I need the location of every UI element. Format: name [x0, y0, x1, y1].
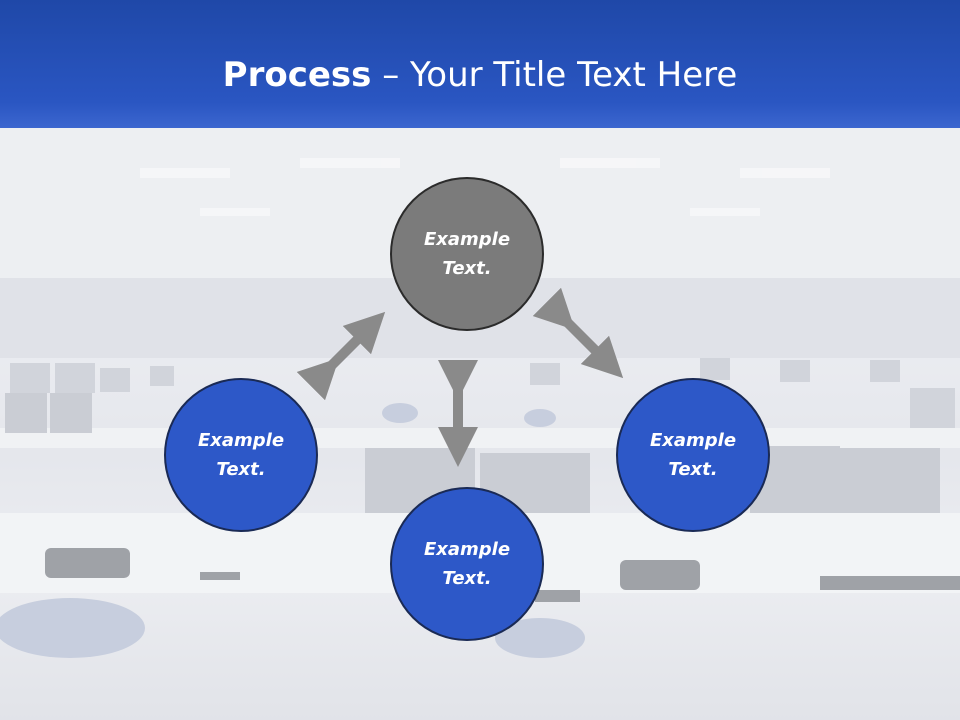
slide-title: Process – Your Title Text Here	[0, 52, 960, 98]
node-right: Example Text.	[616, 378, 770, 532]
node-left: Example Text.	[164, 378, 318, 532]
title-bold: Process	[222, 55, 372, 95]
node-right-line2: Text.	[668, 459, 718, 480]
node-top-line1: Example	[423, 229, 511, 250]
node-bottom-line1: Example	[423, 539, 511, 560]
double-arrow-right-icon	[532, 287, 624, 379]
node-bottom: Example Text.	[390, 487, 544, 641]
node-top: Example Text.	[390, 177, 544, 331]
double-arrow-left-icon	[296, 311, 386, 401]
node-left-line1: Example	[197, 430, 285, 451]
node-left-line2: Text.	[216, 459, 266, 480]
title-rest: Your Title Text Here	[410, 55, 738, 95]
node-right-line1: Example	[649, 430, 737, 451]
title-bar	[0, 0, 960, 128]
node-top-line2: Text.	[442, 258, 492, 279]
node-bottom-line2: Text.	[442, 568, 492, 589]
title-dash: –	[371, 55, 411, 95]
